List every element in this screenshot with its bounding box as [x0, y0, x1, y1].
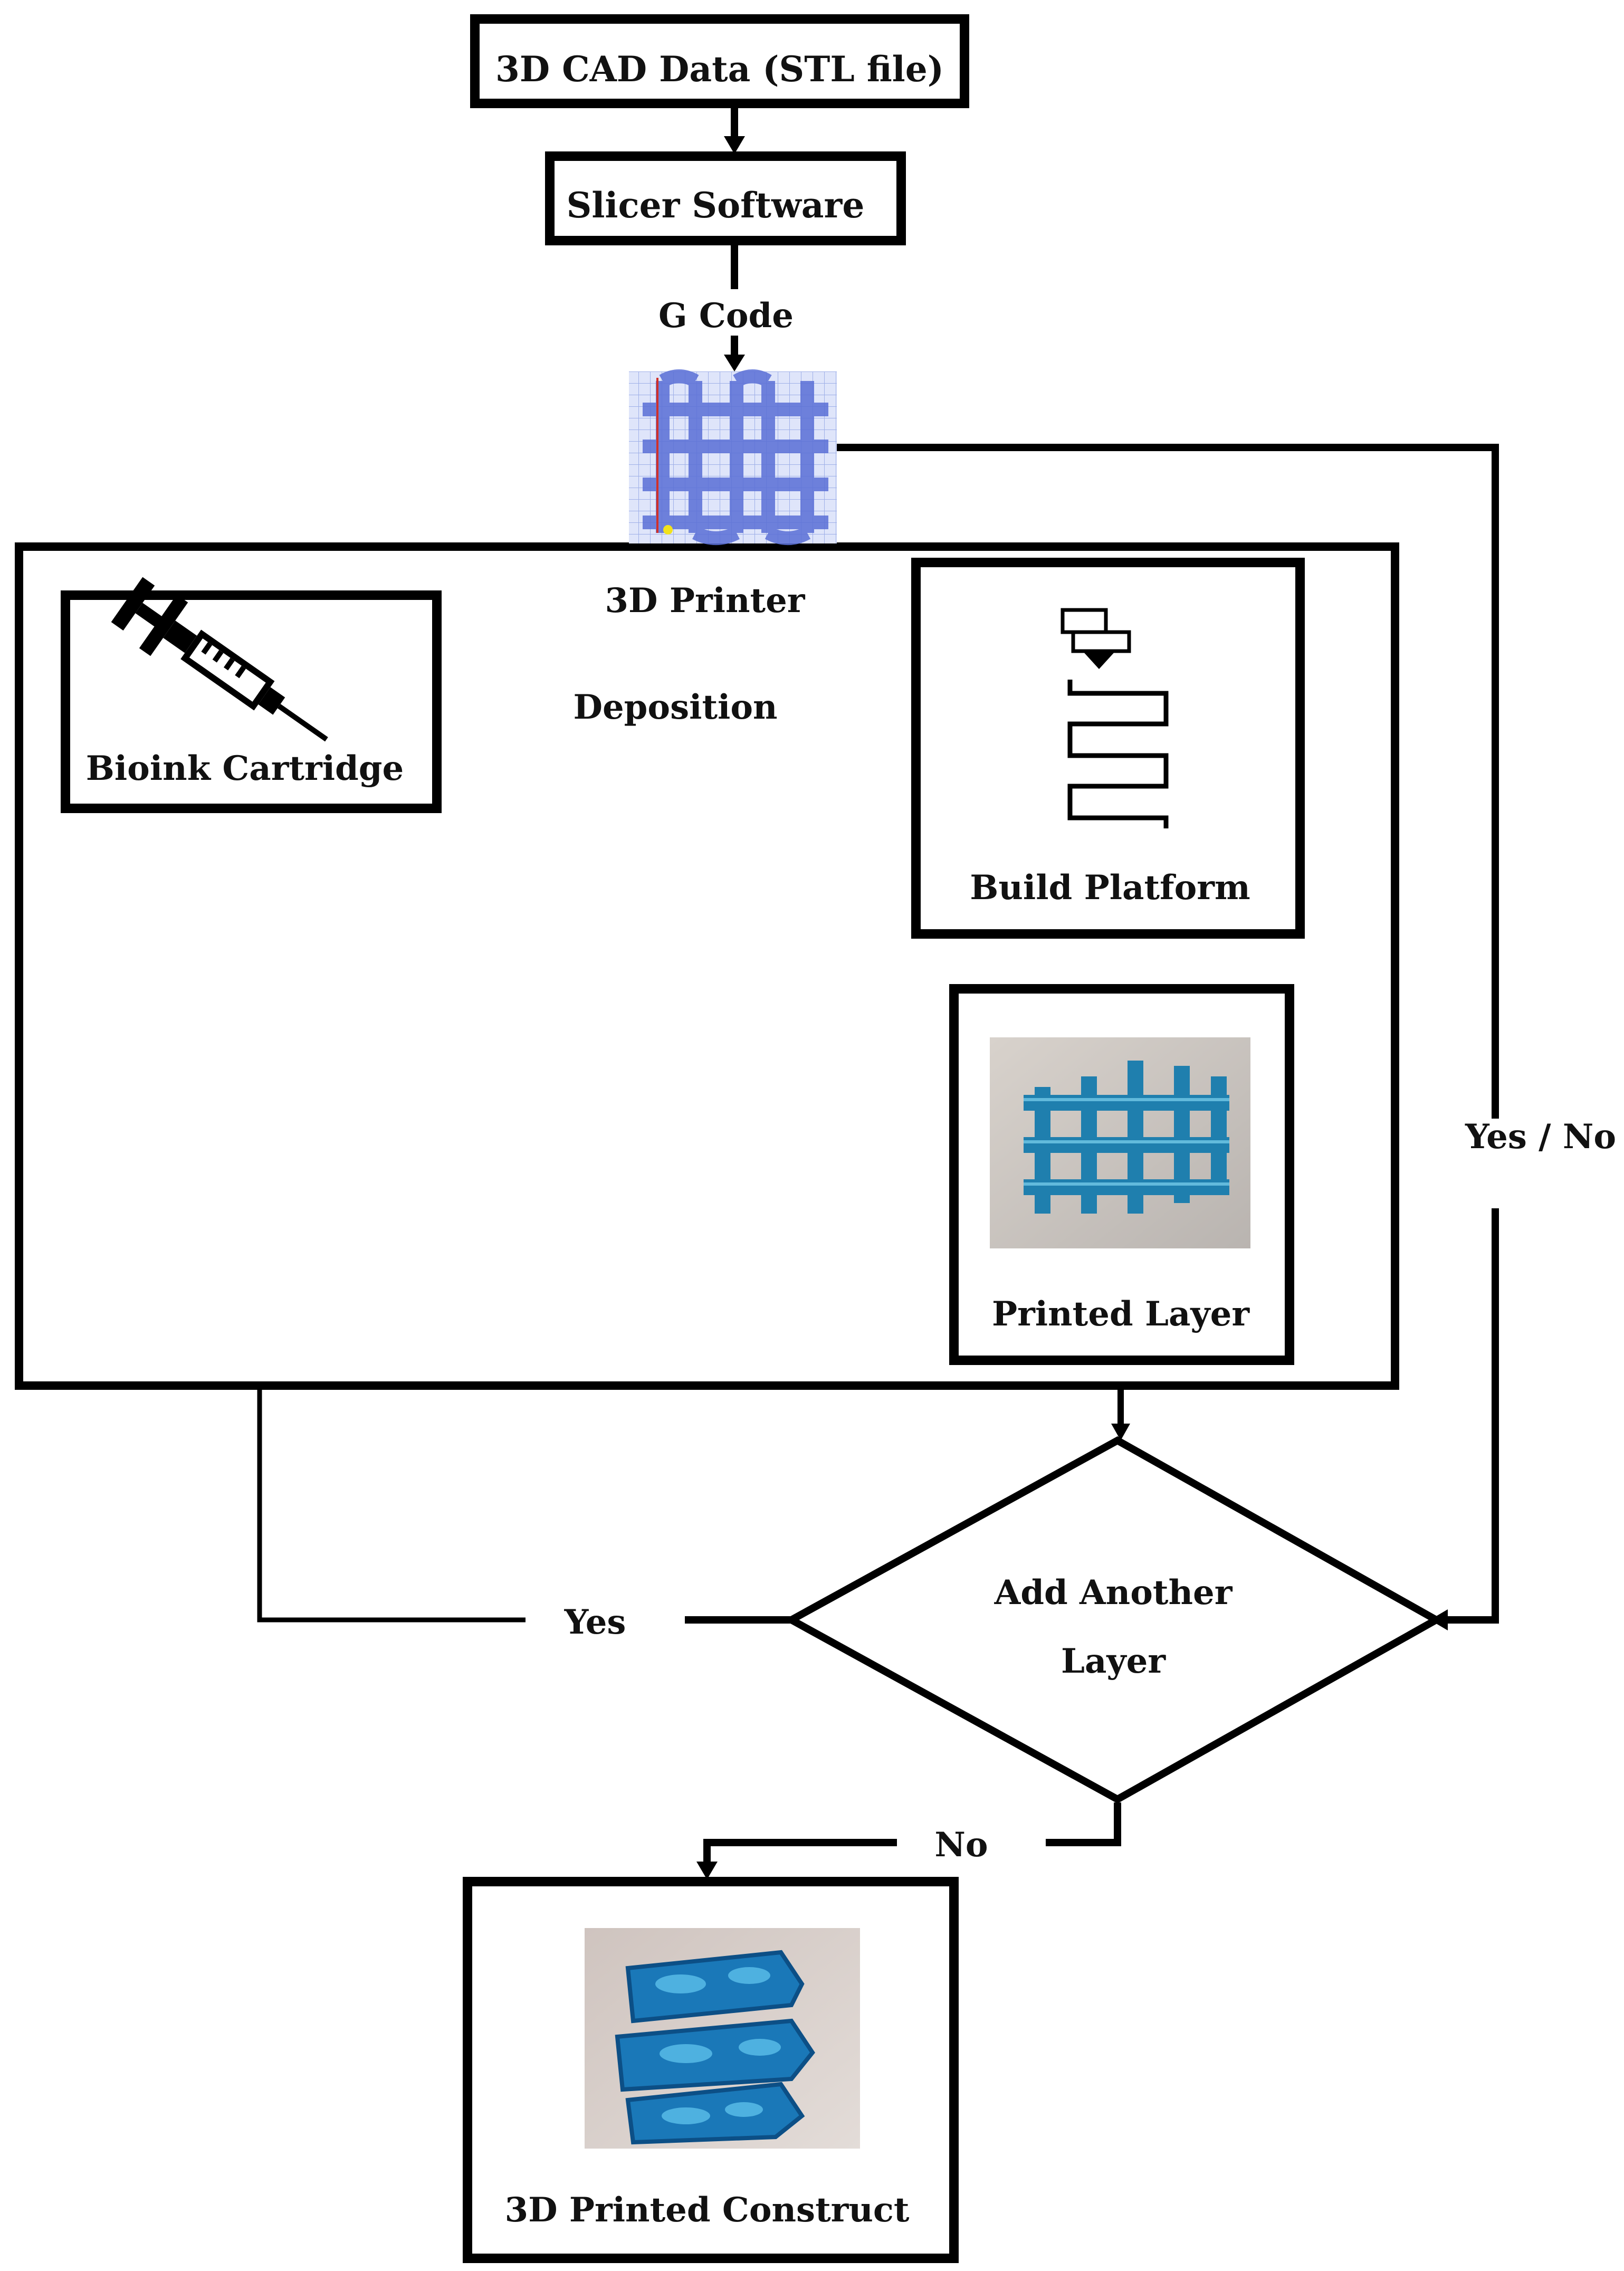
decision-diamond: [784, 1436, 1444, 1804]
decision-label-line2: Layer: [1061, 1642, 1166, 1681]
printed-layer-photo: [990, 1037, 1250, 1248]
construct-label: 3D Printed Construct: [505, 2190, 910, 2230]
cartridge-label: Bioink Cartridge: [86, 749, 404, 788]
gcode-label: G Code: [658, 296, 794, 336]
arrow-preview-to-loop: [836, 444, 1499, 1119]
arrowhead: [724, 355, 745, 371]
platform-label: Build Platform: [970, 868, 1250, 908]
printed-construct-photo: [585, 1928, 860, 2149]
decision-label-line1: Add Another: [994, 1573, 1233, 1612]
arrowhead: [696, 1862, 718, 1879]
arrowhead: [724, 136, 745, 154]
cad-label: 3D CAD Data (STL file): [495, 49, 944, 90]
extruder-toolpath-icon: [1061, 608, 1169, 828]
arrowhead: [1111, 1424, 1130, 1440]
arrow-loop-to-decision: [1447, 1208, 1499, 1624]
no-label: No: [934, 1825, 988, 1865]
yes-no-label: Yes / No: [1465, 1117, 1616, 1157]
yes-label: Yes: [564, 1602, 626, 1642]
cartridge-box: [61, 590, 442, 813]
platform-box: [911, 558, 1305, 939]
printer-label: 3D Printer: [605, 581, 806, 621]
layer-label: Printed Layer: [992, 1294, 1250, 1334]
lattice-toolpath-icon: [629, 369, 837, 545]
slicer-label: Slicer Software: [567, 185, 865, 226]
arrow-no-right: [1046, 1802, 1121, 1846]
slicer-box: [545, 151, 906, 245]
arrow-no-left: [703, 1839, 897, 1864]
cad-box: [470, 14, 969, 108]
syringe-icon: [111, 577, 328, 742]
deposition-label: Deposition: [573, 688, 777, 727]
